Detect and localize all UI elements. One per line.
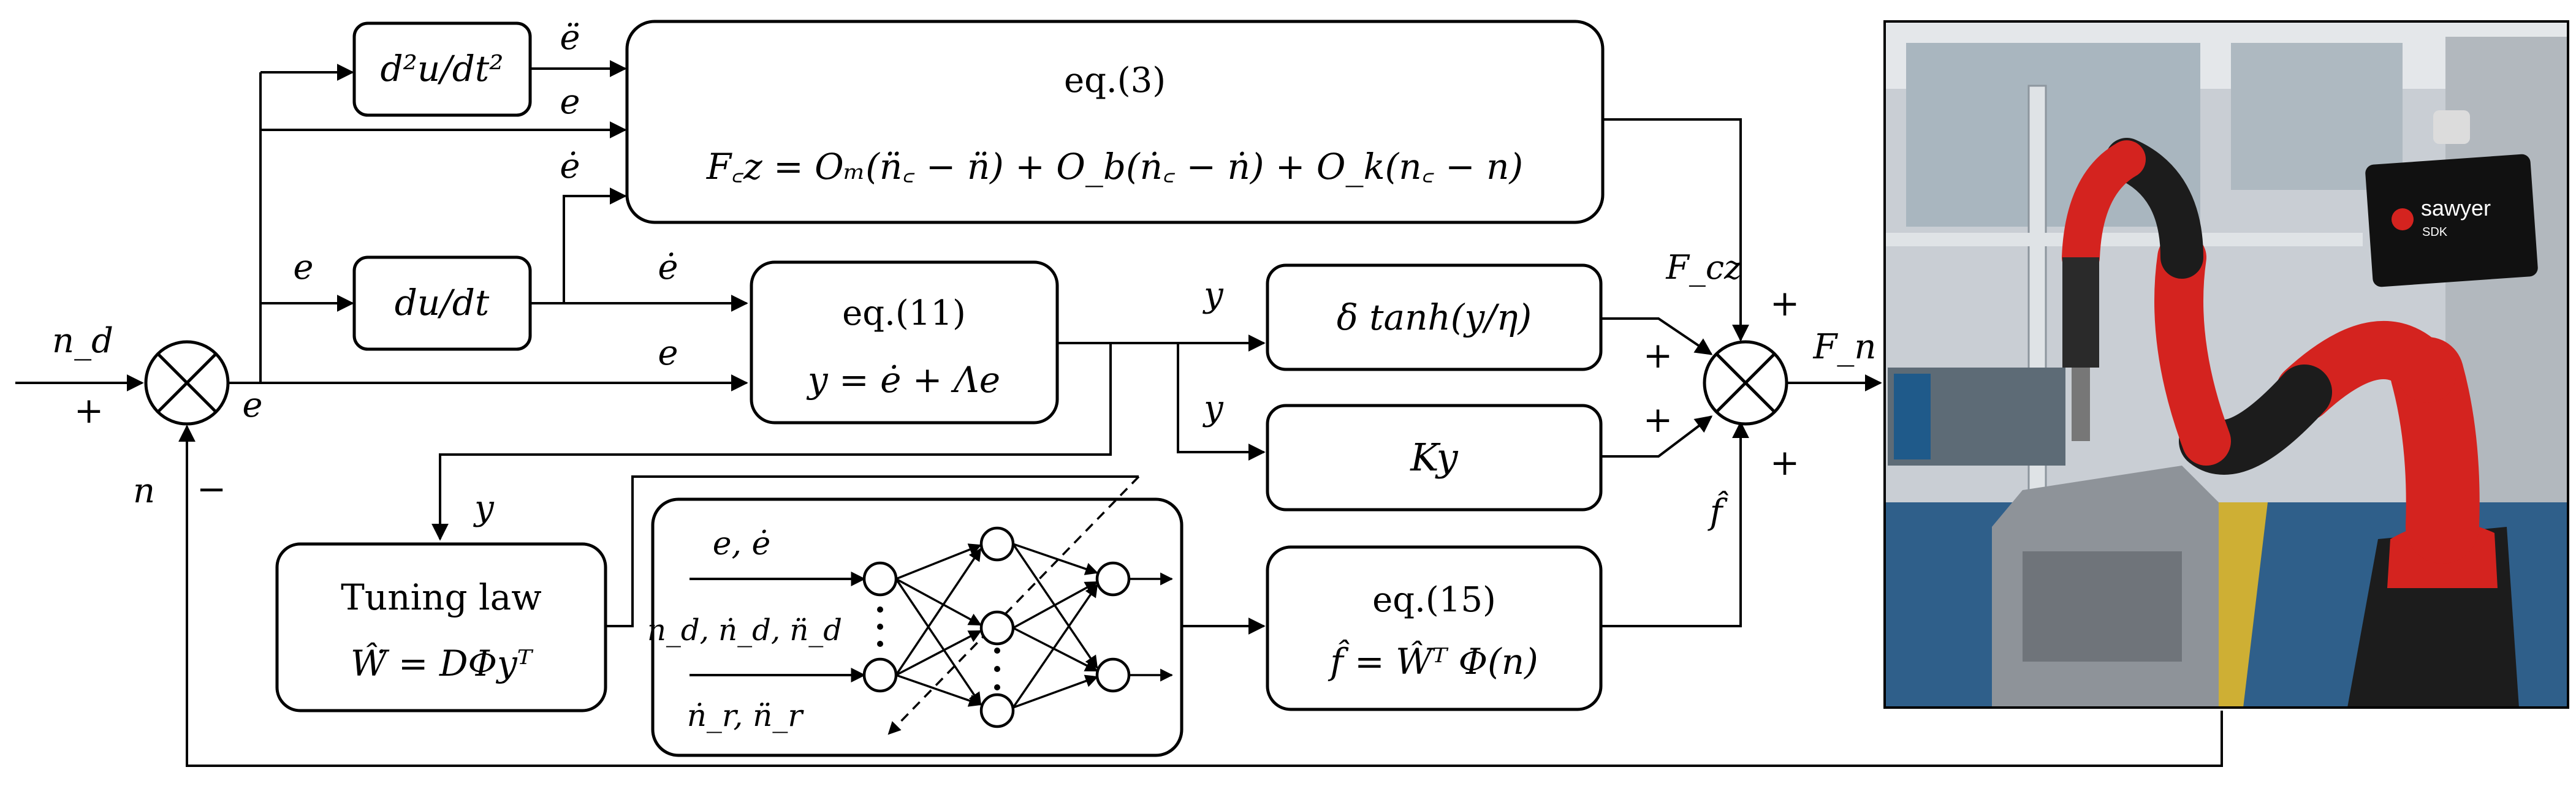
label-y-top: y — [1202, 275, 1224, 315]
eq11-title: eq.(11) — [842, 293, 966, 333]
label-e-to-du: e — [293, 247, 313, 287]
photo-frame-beam — [1885, 233, 2363, 246]
label-edot-top: ė — [560, 146, 580, 186]
label-n: n — [133, 471, 155, 511]
photo-end-effector — [2062, 257, 2099, 368]
wire-y-to-tuning — [431, 343, 1112, 541]
label-nd: n_d — [52, 321, 113, 361]
photo-brand: sawyer — [2421, 195, 2491, 221]
wire-fhat-to-sum2 — [1601, 421, 1749, 627]
tanh-label: δ tanh(y/η) — [1337, 297, 1532, 338]
wire-edot-to-eq3 — [563, 187, 627, 303]
nn-dashed-update — [887, 475, 1140, 735]
nn-ellipsis-dots — [877, 606, 1000, 690]
block-eq3: eq.(3) F꜀z = Oₘ(n̈꜀ − n̈) + O_b(ṅ꜀ − ṅ) … — [625, 20, 1605, 224]
block-second-derivative: d²u/dt² — [352, 21, 532, 117]
block-eq15: eq.(15) f̂ = Ŵᵀ Φ(n) — [1266, 545, 1603, 711]
summing-junction-2 — [1703, 340, 1788, 426]
nn-input-1: e, ė — [713, 526, 771, 562]
ky-label: Ky — [1410, 435, 1458, 480]
block-ky: Ky — [1266, 404, 1603, 512]
photo-camera — [2433, 110, 2470, 144]
nn-graph — [690, 475, 1174, 735]
block-neural-network: e, ė n_d, ṅ_d, n̈_d ṅ_r, n̈_r — [647, 475, 1184, 757]
sign-sum1-minus: − — [197, 468, 227, 510]
first-derivative-label: du/dt — [395, 282, 490, 323]
nn-edges — [895, 543, 1174, 709]
robot-photo: sawyer SDK — [1883, 20, 2569, 709]
photo-logo-icon — [2392, 208, 2414, 230]
label-e-ddot: ë — [560, 18, 580, 58]
block-tuning-law: Tuning law Ŵ̇ = DΦyᵀ — [275, 542, 607, 712]
wire-fcz-to-sum2 — [1603, 118, 1749, 342]
signal-wires — [15, 60, 2223, 767]
label-edot-mid: ė — [658, 247, 678, 287]
junction-signs: + − + + + + — [74, 282, 1800, 510]
label-fhat: f̂ — [1708, 490, 1729, 532]
label-e-out: e — [242, 385, 262, 425]
wire-y-to-ky — [1177, 343, 1266, 461]
wire-ky-to-sum2 — [1601, 415, 1713, 458]
second-derivative-label: d²u/dt² — [381, 48, 504, 89]
eq11-formula: y = ė + Λe — [806, 359, 1000, 401]
photo-rack-bin — [1894, 374, 1931, 459]
label-fcz: F_cz — [1665, 248, 1742, 287]
wire-tuning-to-nn — [606, 475, 1139, 627]
label-e-to-eq11: e — [658, 333, 678, 373]
sign-sum2-top: + — [1770, 282, 1800, 324]
photo-tool — [2072, 368, 2090, 441]
block-eq11: eq.(11) y = ė + Λe — [750, 260, 1059, 425]
signal-labels: n_d e n ë e ė e ė e y y y F_cz F_n f̂ — [52, 18, 1876, 532]
nn-input-2: n_d, ṅ_d, n̈_d — [647, 613, 842, 648]
wire-tanh-to-sum2 — [1601, 317, 1713, 355]
label-y-mid: y — [1202, 388, 1224, 428]
block-first-derivative: du/dt — [352, 255, 532, 351]
nn-nodes — [862, 526, 1131, 728]
eq3-formula: F꜀z = Oₘ(n̈꜀ − n̈) + O_b(ṅ꜀ − ṅ) + O_k(n… — [706, 146, 1523, 187]
eq15-formula: f̂ = Ŵᵀ Φ(n) — [1328, 639, 1538, 682]
photo-engine-detail — [2023, 551, 2182, 662]
nn-input-3: ṅ_r, n̈_r — [687, 698, 805, 733]
eq15-title: eq.(15) — [1372, 580, 1496, 620]
tuning-formula: Ŵ̇ = DΦyᵀ — [351, 643, 534, 684]
photo-brand-sub: SDK — [2422, 225, 2448, 239]
photo-border — [1883, 20, 2569, 709]
sign-sum1-plus: + — [74, 390, 104, 431]
sign-sum2-left2: + — [1643, 399, 1673, 440]
eq3-title: eq.(3) — [1064, 61, 1166, 100]
photo-robot-arm — [2062, 138, 2480, 564]
tuning-title: Tuning law — [341, 576, 542, 618]
block-tanh: δ tanh(y/η) — [1266, 263, 1603, 371]
sign-sum2-left1: + — [1643, 334, 1673, 376]
sign-sum2-bottom: + — [1770, 442, 1800, 483]
summing-junction-1 — [144, 340, 230, 426]
photo-head-screen — [2365, 154, 2538, 287]
wire-n-feedback — [178, 425, 2223, 767]
label-y-tuning: y — [473, 488, 495, 528]
label-fn: F_n — [1813, 327, 1877, 367]
label-e-top: e — [560, 82, 580, 122]
photo-floor-stripe — [2206, 502, 2268, 708]
